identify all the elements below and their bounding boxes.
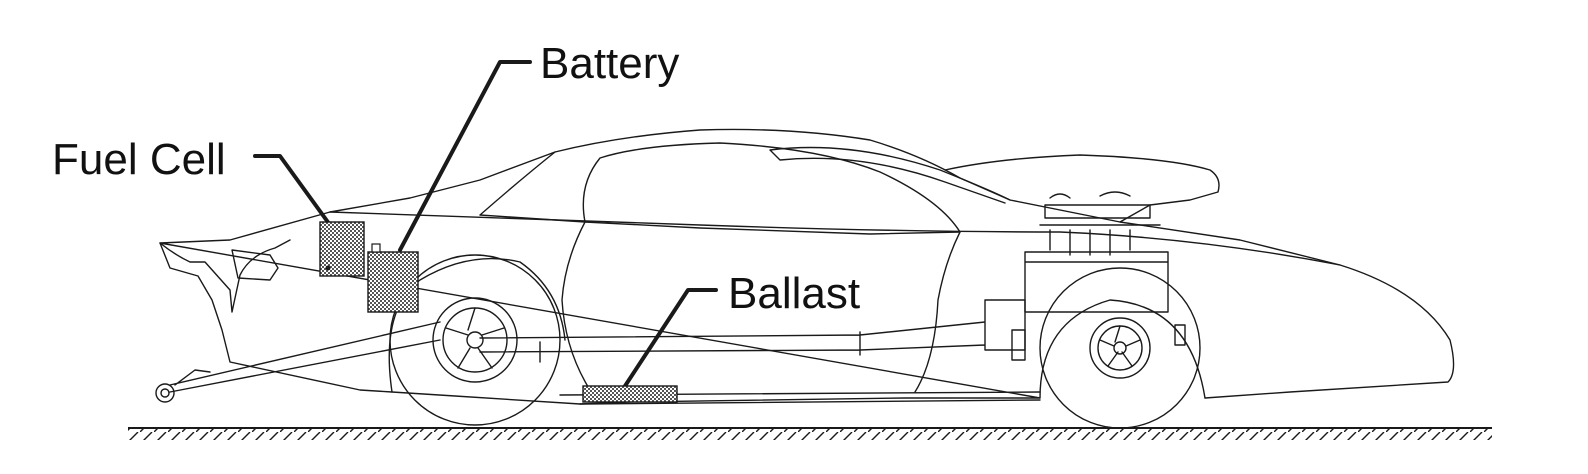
drive-shaft (479, 299, 1026, 363)
wheelie-bar (169, 321, 441, 393)
hood-scoop (944, 154, 1220, 223)
ground-line (128, 427, 1492, 440)
ballast-label: Ballast (728, 269, 861, 318)
engine-block (1024, 251, 1169, 313)
front-fender-arch (1039, 299, 1206, 399)
side-window (582, 142, 961, 235)
fuel-cell-component (319, 221, 365, 277)
belt-line (329, 211, 1341, 266)
rear-fender-arch (388, 257, 566, 393)
wheelie-bar-wheel (155, 383, 175, 403)
fuel-cell-label: Fuel Cell (52, 135, 226, 184)
rear-window (479, 151, 586, 223)
battery-leader (398, 60, 532, 252)
ballast-component (582, 385, 678, 403)
rear-wheel (389, 254, 561, 426)
battery-component (367, 243, 419, 313)
rear-spoiler (159, 239, 291, 313)
fuel-cell-leader (253, 154, 332, 227)
blower (1039, 191, 1161, 256)
tail-light (231, 249, 279, 281)
windshield (769, 146, 1011, 204)
ballast-leader (623, 288, 718, 388)
door-outline (561, 221, 961, 393)
battery-label: Battery (540, 39, 680, 88)
front-wheel (1011, 267, 1201, 429)
